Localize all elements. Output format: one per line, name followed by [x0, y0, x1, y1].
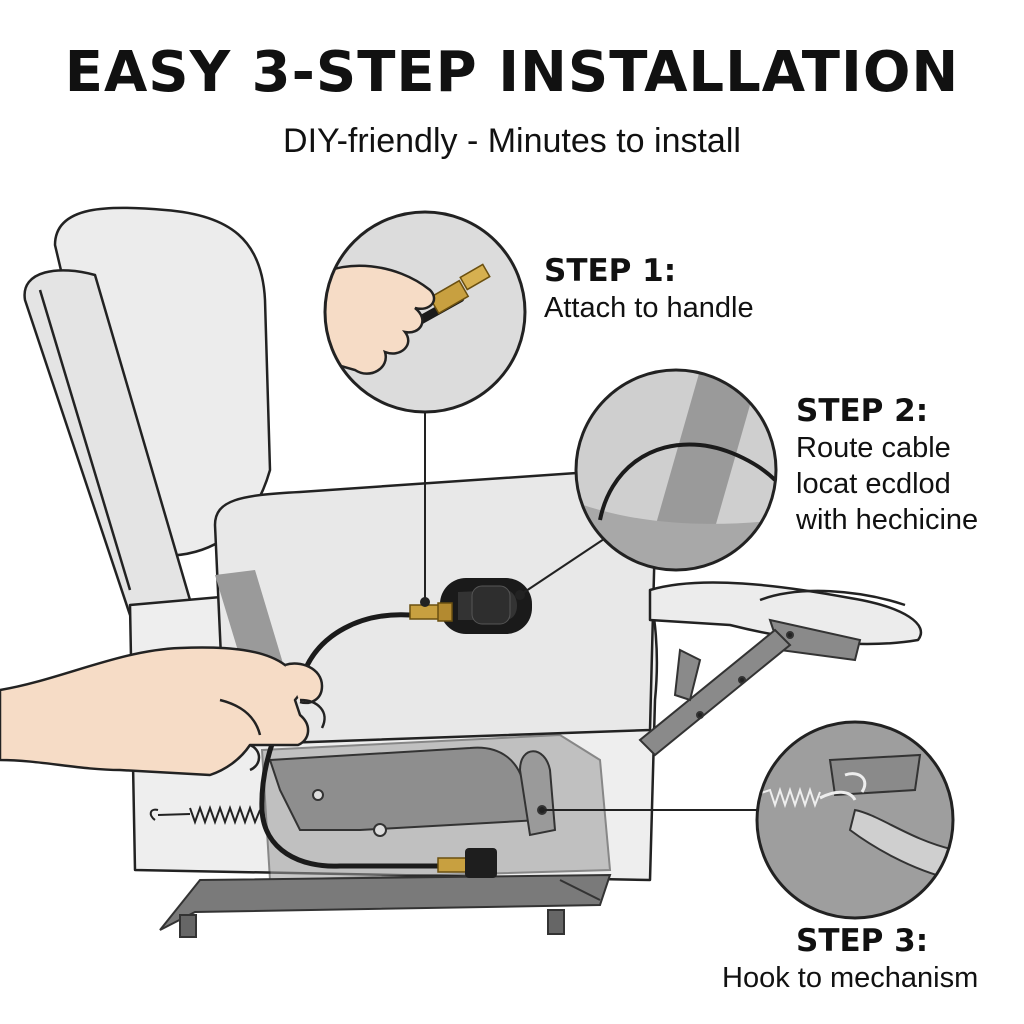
step3-title: STEP 3:: [796, 923, 929, 959]
step1-detail-circle: [323, 210, 527, 414]
callout-lines: [420, 412, 757, 811]
step1-title: STEP 1:: [544, 253, 677, 289]
hand-icon: [0, 646, 326, 777]
footrest-linkage-icon: [638, 618, 862, 757]
mechanism-frame-icon: [159, 733, 612, 938]
release-handle-icon: [440, 578, 532, 634]
step2-line-1: Route cable: [796, 432, 951, 464]
step2-line-2: locat ecdlod: [796, 468, 951, 500]
step1-description: Attach to handle: [544, 292, 754, 324]
page-title: EASY 3-STEP INSTALLATION: [64, 40, 960, 105]
step2-title: STEP 2:: [796, 393, 929, 429]
step2-line-3: with hechicine: [796, 504, 979, 536]
page-subtitle: DIY-friendly - Minutes to install: [283, 122, 741, 160]
spring-icon: [149, 805, 261, 825]
step3-description: Hook to mechanism: [722, 962, 979, 994]
step3-detail-circle: [755, 720, 955, 920]
